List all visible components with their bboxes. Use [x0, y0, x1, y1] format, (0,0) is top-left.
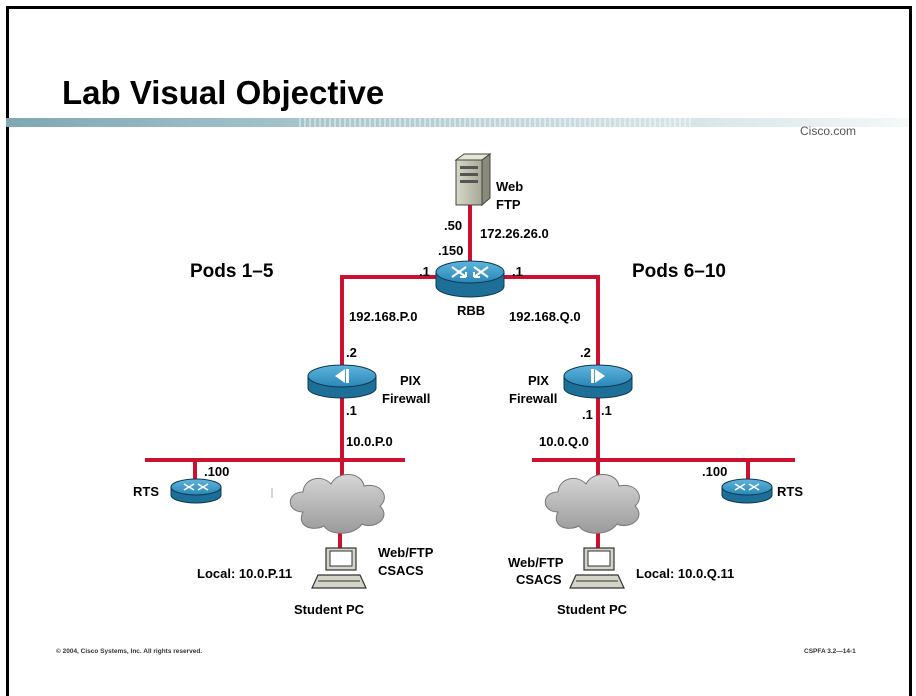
- cisco-brand: Cisco.com: [800, 124, 857, 138]
- left-rts-ip: .100: [204, 464, 229, 479]
- left-pix-label: PIX: [400, 373, 421, 388]
- student-pc-right-icon: [569, 547, 625, 589]
- right-firewall-label: Firewall: [509, 391, 557, 406]
- server-label-ftp: FTP: [496, 197, 521, 212]
- right-inside-network: 10.0.Q.0: [539, 434, 589, 449]
- slide-number-footer: CSPFA 3.2—14-1: [804, 648, 856, 655]
- rts-router-right-icon: [721, 478, 773, 504]
- pods-right-label: Pods 6–10: [632, 261, 726, 282]
- right-pc-services-2: CSACS: [516, 572, 562, 587]
- right-pc-services-1: Web/FTP: [508, 555, 564, 570]
- copyright-footer: © 2004, Cisco Systems, Inc. All rights r…: [56, 648, 203, 655]
- left-firewall-label: Firewall: [382, 391, 430, 406]
- rbb-router-icon: [435, 260, 505, 298]
- left-pc-local-ip: Local: 10.0.P.11: [197, 566, 292, 581]
- cloud-right-icon: [544, 474, 640, 534]
- right-pix-inside-ip-a: .1: [582, 407, 593, 422]
- right-pc-label: Student PC: [557, 602, 628, 617]
- rbb-top-ip: .150: [438, 243, 463, 258]
- left-pc-services-2: CSACS: [378, 563, 424, 578]
- right-rts-ip: .100: [702, 464, 727, 479]
- right-outside-network: 192.168.Q.0: [509, 309, 581, 324]
- header-band: [6, 118, 908, 127]
- left-outside-network: 192.168.P.0: [349, 309, 417, 324]
- left-inside-network: 10.0.P.0: [346, 434, 393, 449]
- right-pix-label: PIX: [528, 373, 549, 388]
- slide-frame: [6, 6, 912, 696]
- left-pix-outside-ip: .2: [346, 345, 357, 360]
- cloud-left-icon: [289, 474, 385, 534]
- left-pc-services-1: Web/FTP: [378, 545, 434, 560]
- slide-title: Lab Visual Objective: [62, 74, 385, 111]
- right-pc-local-ip: Local: 10.0.Q.11: [636, 566, 734, 581]
- rts-router-left-icon: [170, 478, 222, 504]
- left-rts-label: RTS: [133, 484, 159, 499]
- right-rts-label: RTS: [777, 484, 803, 499]
- server-network: 172.26.26.0: [480, 226, 549, 241]
- pix-firewall-left-icon: [307, 364, 377, 399]
- left-pix-inside-ip: .1: [346, 403, 357, 418]
- student-pc-left-icon: [311, 547, 367, 589]
- right-pix-outside-ip: .2: [580, 345, 591, 360]
- server-icon: [454, 153, 492, 207]
- network-links: [145, 204, 795, 552]
- server-ip: .50: [444, 218, 462, 233]
- pix-firewall-right-icon: [563, 364, 633, 399]
- server-label-web: Web: [496, 179, 523, 194]
- right-pix-inside-ip-b: .1: [601, 403, 612, 418]
- rbb-right-ip: .1: [512, 264, 523, 279]
- rbb-left-ip: .1: [419, 264, 430, 279]
- pods-left-label: Pods 1–5: [190, 261, 274, 282]
- rbb-label: RBB: [457, 303, 485, 318]
- left-pc-label: Student PC: [294, 602, 365, 617]
